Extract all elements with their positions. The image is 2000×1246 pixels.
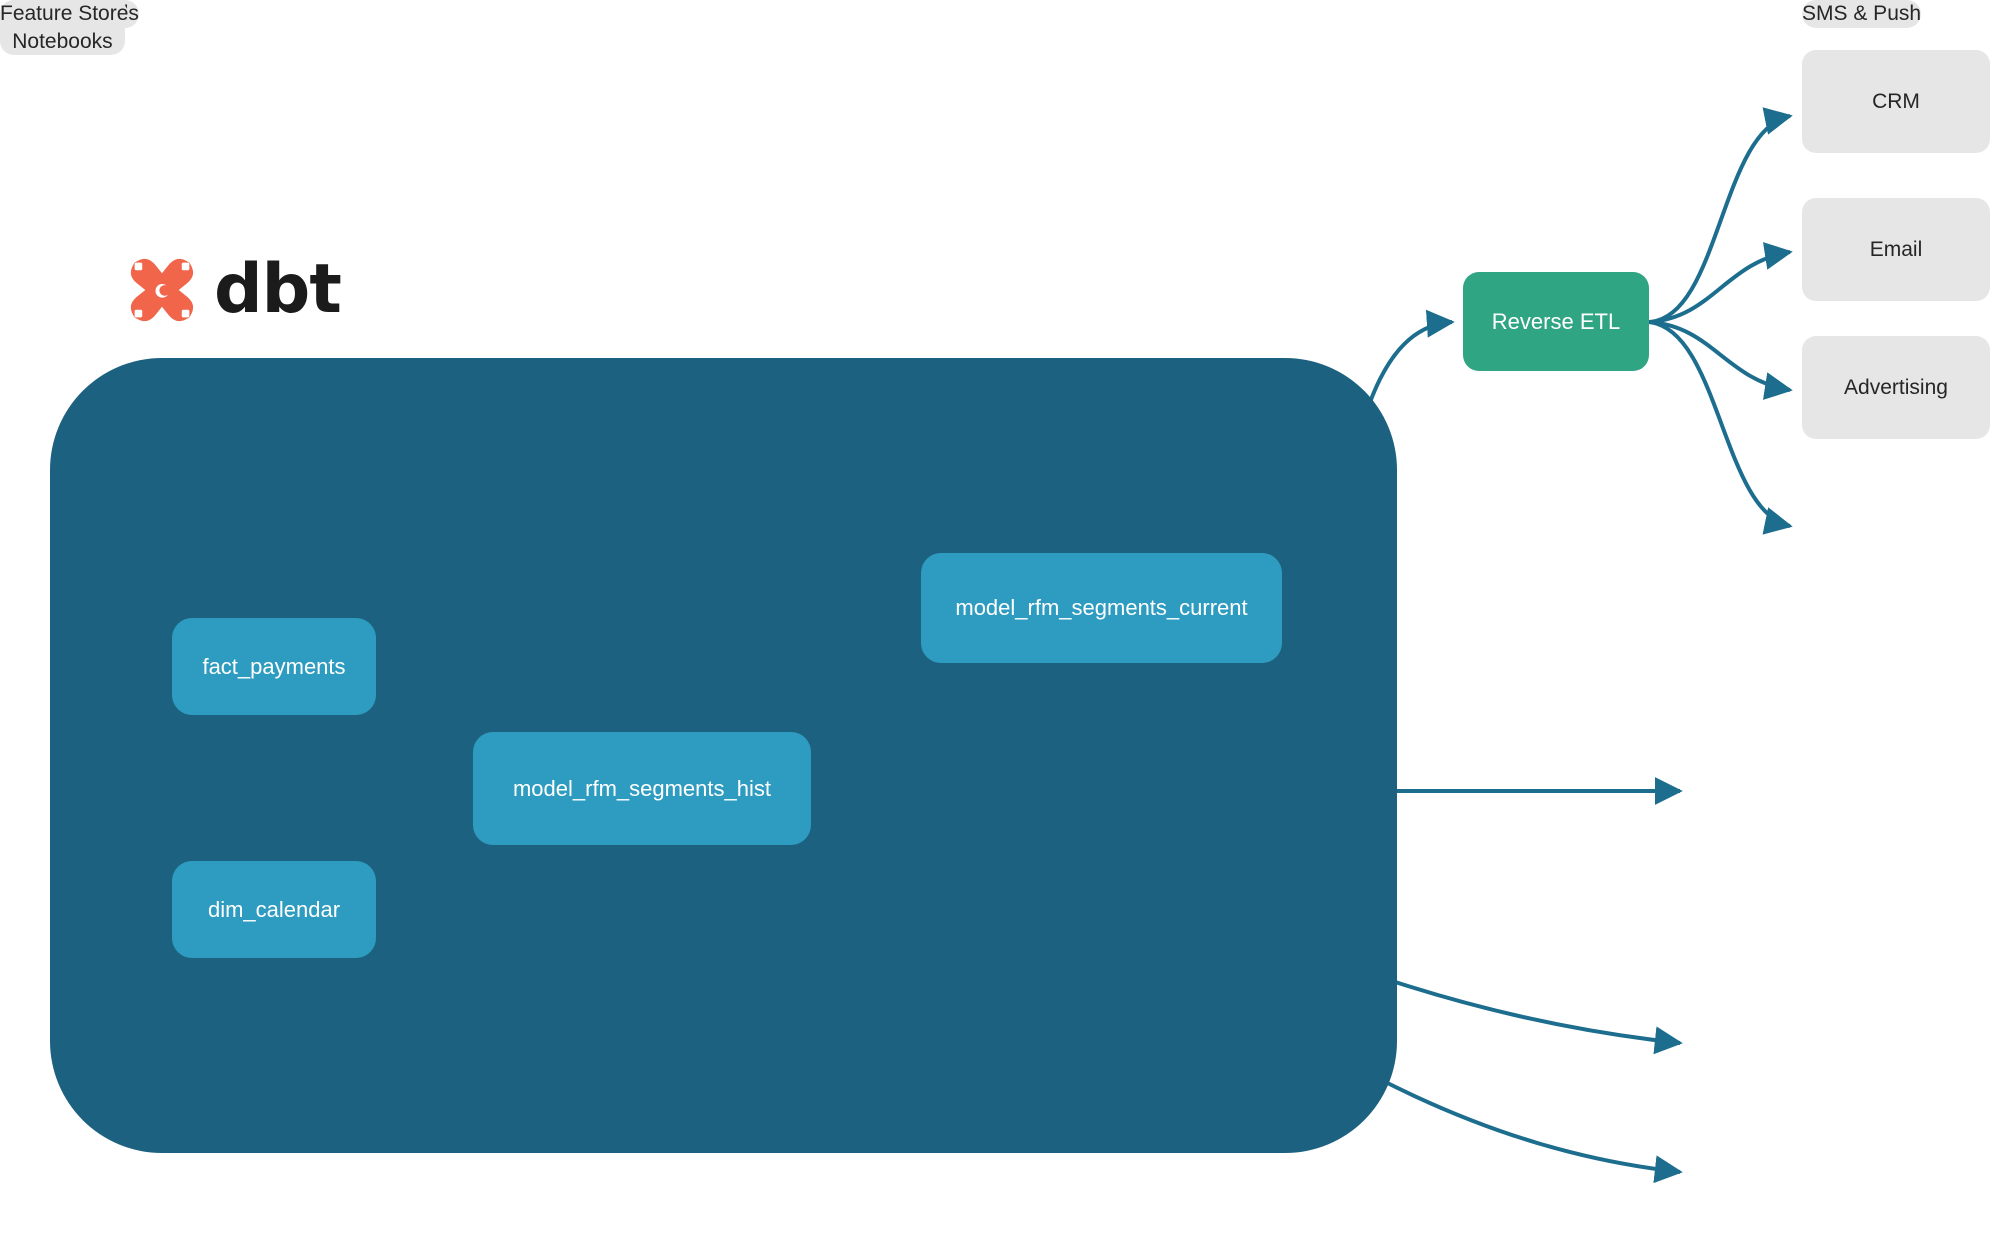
- edge-reverse-etl-to-advertising: [1648, 320, 1793, 400]
- edge-reverse-etl-to-sms-push: [1648, 320, 1793, 535]
- destination-node-email[interactable]: Email: [1802, 198, 1990, 301]
- model-node-dim-calendar[interactable]: dim_calendar: [172, 861, 376, 958]
- destination-node-crm[interactable]: CRM: [1802, 50, 1990, 153]
- destination-node-sms-push[interactable]: SMS & Push: [1802, 0, 1922, 28]
- edge-reverse-etl-to-email: [1648, 242, 1793, 324]
- dbt-logo: dbt: [124, 250, 342, 329]
- consumer-node-feature-store[interactable]: Feature Store: [0, 0, 129, 28]
- model-node-model-rfm-segments-hist[interactable]: model_rfm_segments_hist: [473, 732, 811, 845]
- edge-reverse-etl-to-crm: [1648, 107, 1793, 324]
- dbt-logo-text: dbt: [214, 250, 342, 329]
- dbt-logo-icon: [130, 258, 194, 322]
- destination-node-advertising[interactable]: Advertising: [1802, 336, 1990, 439]
- consumer-label-line-2: Notebooks: [12, 29, 113, 53]
- model-node-fact-payments[interactable]: fact_payments: [172, 618, 376, 715]
- reverse-etl-node[interactable]: Reverse ETL: [1463, 272, 1649, 371]
- model-node-model-rfm-segments-current[interactable]: model_rfm_segments_current: [921, 553, 1282, 663]
